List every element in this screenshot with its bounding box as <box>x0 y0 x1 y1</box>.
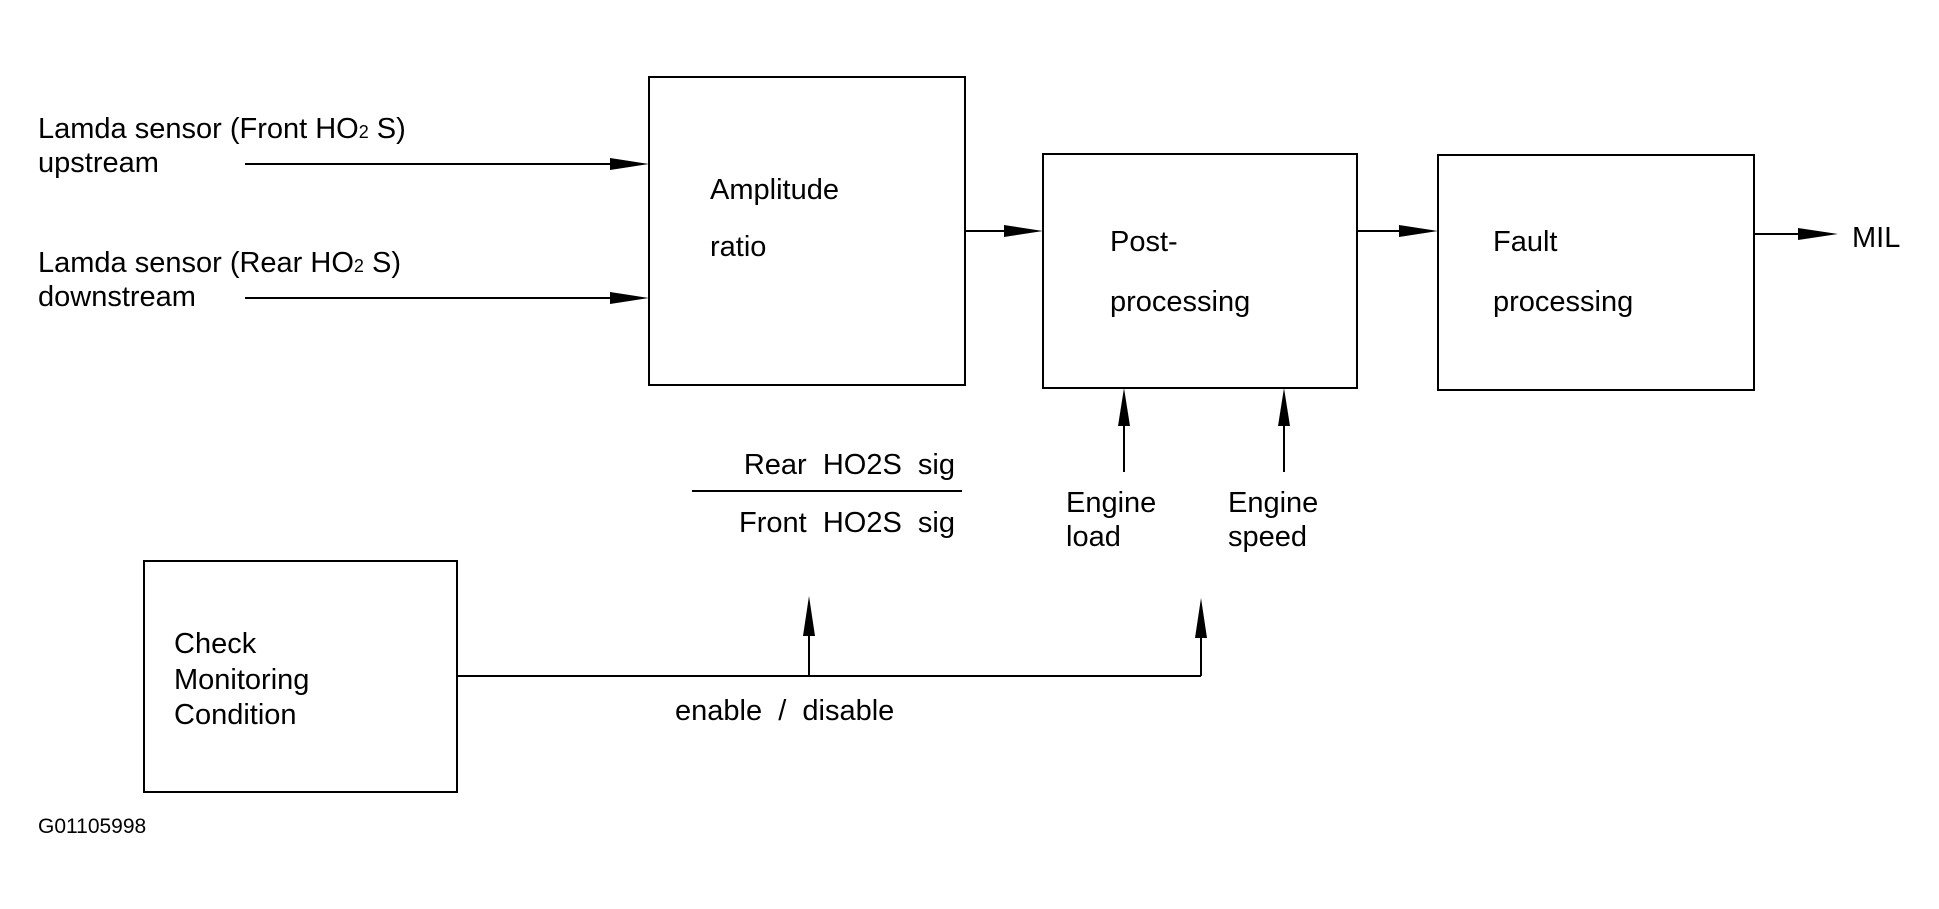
amplitude-label-line1: Amplitude <box>710 174 839 206</box>
check-monitoring-block <box>143 560 458 793</box>
post-to-fault-arrowhead <box>1399 225 1438 237</box>
fault-label-line2: processing <box>1493 286 1633 318</box>
fault-to-mil-arrowhead <box>1798 228 1838 240</box>
rear-sensor-sublabel: downstream <box>38 281 196 313</box>
amplitude-to-post-arrowhead <box>1004 225 1043 237</box>
rear-sensor-label: Lamda sensor (Rear HO2 S) <box>38 247 401 279</box>
front-sensor-arrowhead <box>610 158 649 170</box>
post-processing-block <box>1042 153 1358 389</box>
engine-speed-label-line2: speed <box>1228 521 1307 553</box>
fault-processing-block <box>1437 154 1755 391</box>
amplitude-ratio-block <box>648 76 966 386</box>
ratio-denominator: Front HO2S sig <box>739 507 955 539</box>
enable-post-arrowhead <box>1195 598 1207 638</box>
amplitude-label-line2: ratio <box>710 231 766 263</box>
engine-load-label-line1: Engine <box>1066 487 1156 519</box>
fault-label-line1: Fault <box>1493 226 1557 258</box>
post-label-line1: Post- <box>1110 226 1178 258</box>
engine-load-arrowhead <box>1118 388 1130 426</box>
check-label-line3: Condition <box>174 699 297 731</box>
figure-id: G01105998 <box>38 815 146 838</box>
check-label-line1: Check <box>174 628 257 660</box>
mil-output-label: MIL <box>1852 222 1900 254</box>
engine-speed-label-line1: Engine <box>1228 487 1318 519</box>
ratio-numerator: Rear HO2S sig <box>744 449 955 481</box>
enable-ratio-arrowhead <box>803 596 815 636</box>
engine-speed-arrowhead <box>1278 388 1290 426</box>
rear-sensor-arrowhead <box>610 292 649 304</box>
front-sensor-sublabel: upstream <box>38 147 159 179</box>
enable-disable-label: enable / disable <box>675 695 894 727</box>
post-label-line2: processing <box>1110 286 1250 318</box>
check-label-line2: Monitoring <box>174 664 309 696</box>
front-sensor-label: Lamda sensor (Front HO2 S) <box>38 113 406 145</box>
engine-load-label-line2: load <box>1066 521 1121 553</box>
